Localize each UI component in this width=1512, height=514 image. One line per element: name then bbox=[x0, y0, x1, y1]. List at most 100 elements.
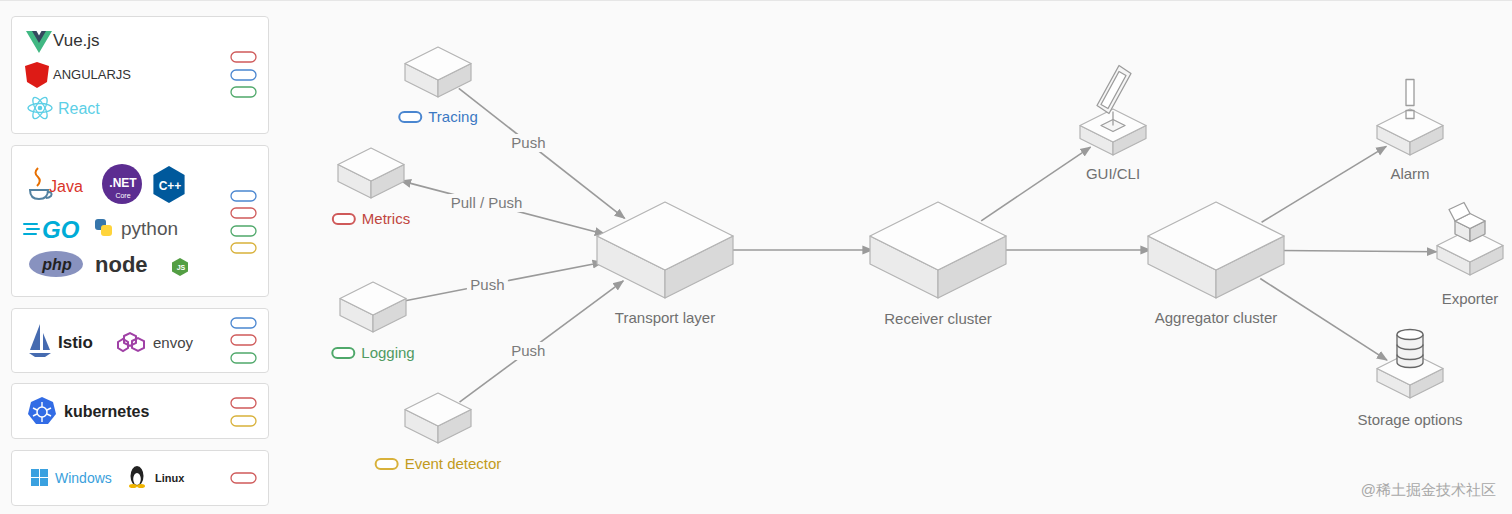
flow-arrow bbox=[404, 262, 603, 301]
tag-pill bbox=[375, 458, 399, 470]
node-label: Aggregator cluster bbox=[1155, 309, 1278, 327]
logo-text: Windows bbox=[55, 470, 112, 487]
node-label-text: Logging bbox=[361, 344, 414, 362]
edge-label: Push bbox=[508, 342, 548, 360]
node-label: Tracing bbox=[398, 108, 477, 126]
vue-logo bbox=[26, 31, 52, 53]
cube-shape bbox=[1377, 352, 1443, 398]
db-icon bbox=[1397, 330, 1423, 368]
node-label-text: Storage options bbox=[1357, 411, 1462, 429]
istio-logo bbox=[29, 324, 51, 357]
node-label-text: Transport layer bbox=[615, 309, 715, 327]
flow-arrow bbox=[460, 281, 624, 402]
cube-illustration bbox=[1377, 352, 1443, 398]
logo-text: React bbox=[58, 99, 100, 118]
flow-arrow bbox=[730, 249, 873, 251]
cube-illustration bbox=[1148, 202, 1284, 298]
node-label-text: Metrics bbox=[362, 210, 410, 228]
go-logo bbox=[24, 224, 39, 234]
cube-shape bbox=[405, 393, 471, 443]
envoy-logo bbox=[118, 333, 144, 351]
cube-node: Receiver cluster bbox=[870, 202, 1006, 298]
cube-shape bbox=[1080, 109, 1146, 155]
tech-panel: kubernetes bbox=[11, 383, 269, 439]
cube-node: Aggregator cluster bbox=[1148, 202, 1284, 298]
node-label-text: Receiver cluster bbox=[884, 310, 992, 328]
python-logo bbox=[95, 219, 112, 236]
angular-logo bbox=[25, 62, 49, 88]
logo-text: python bbox=[121, 218, 178, 241]
logo-text: C++ bbox=[159, 179, 182, 193]
node-label: Transport layer bbox=[615, 309, 715, 327]
tech-panel: Istioenvoy bbox=[11, 308, 269, 373]
node-label: GUI/CLI bbox=[1086, 165, 1140, 183]
linux-logo bbox=[129, 466, 145, 488]
alarm-icon bbox=[1406, 80, 1414, 119]
monitor-icon bbox=[1097, 66, 1131, 132]
flow-arrow bbox=[1260, 279, 1387, 361]
box-icon bbox=[1449, 203, 1485, 242]
tag-pill bbox=[398, 111, 422, 123]
logo-text: Istio bbox=[58, 333, 93, 353]
cube-node: Logging bbox=[340, 282, 406, 332]
cube-shape bbox=[597, 202, 733, 298]
top-rule bbox=[0, 0, 1512, 1]
cube-node: Event detector bbox=[405, 393, 471, 443]
logo-text: JS bbox=[177, 264, 186, 272]
node-js-badge bbox=[172, 258, 188, 276]
node-label-text: Aggregator cluster bbox=[1155, 309, 1278, 327]
tag-pill bbox=[332, 213, 356, 225]
node-label-text: Tracing bbox=[428, 108, 477, 126]
kubernetes-logo bbox=[28, 397, 56, 424]
cube-illustration bbox=[597, 202, 733, 298]
cube-node: Metrics bbox=[338, 148, 404, 198]
cube-node: GUI/CLI bbox=[1080, 109, 1146, 155]
tag-pill bbox=[331, 347, 355, 359]
logo-text: Linux bbox=[155, 472, 184, 485]
logo-text: kubernetes bbox=[64, 402, 149, 421]
cube-shape bbox=[1148, 202, 1284, 298]
cube-illustration bbox=[340, 282, 406, 332]
node-label: Exporter bbox=[1442, 290, 1499, 308]
logo-text: .NET bbox=[109, 176, 136, 190]
cube-illustration bbox=[1437, 229, 1503, 275]
cube-shape bbox=[405, 47, 471, 97]
node-label-text: GUI/CLI bbox=[1086, 165, 1140, 183]
node-label: Receiver cluster bbox=[884, 310, 992, 328]
flow-arrow bbox=[981, 147, 1090, 221]
react-logo bbox=[28, 95, 52, 120]
flow-arrow bbox=[1262, 146, 1387, 222]
cube-shape bbox=[340, 282, 406, 332]
cube-illustration bbox=[338, 148, 404, 198]
tech-panel: Java.NETCoreC++GOpythonphpnodeJS bbox=[11, 145, 269, 297]
tech-panel: Windows Linux bbox=[11, 450, 269, 506]
logo-text: Core bbox=[115, 192, 130, 200]
cube-illustration bbox=[1377, 109, 1443, 155]
node-label: Event detector bbox=[375, 455, 502, 473]
node-label: Logging bbox=[331, 344, 414, 362]
cube-node: Storage options bbox=[1377, 352, 1443, 398]
cube-shape bbox=[338, 148, 404, 198]
node-label-text: Exporter bbox=[1442, 290, 1499, 308]
cube-node: Transport layer bbox=[597, 202, 733, 298]
cube-illustration bbox=[405, 393, 471, 443]
node-label: Storage options bbox=[1357, 411, 1462, 429]
cube-node: Exporter bbox=[1437, 229, 1503, 275]
tag-pills bbox=[231, 52, 256, 483]
php-logo bbox=[29, 251, 83, 277]
edge-label: Push bbox=[508, 134, 548, 152]
flow-arrow bbox=[401, 181, 605, 234]
edge-label: Pull / Push bbox=[448, 194, 526, 212]
panel-grounds bbox=[11, 16, 269, 506]
logo-text: ANGULARJS bbox=[53, 67, 131, 83]
flow-arrow bbox=[1281, 251, 1437, 252]
cube-illustration bbox=[405, 47, 471, 97]
cube-node: Tracing bbox=[405, 47, 471, 97]
node-label-text: Event detector bbox=[405, 455, 502, 473]
dotnet-logo bbox=[102, 164, 142, 204]
logo-text: GO bbox=[42, 216, 79, 245]
logo-text: Vue.js bbox=[53, 31, 100, 51]
node-label-text: Alarm bbox=[1390, 165, 1429, 183]
